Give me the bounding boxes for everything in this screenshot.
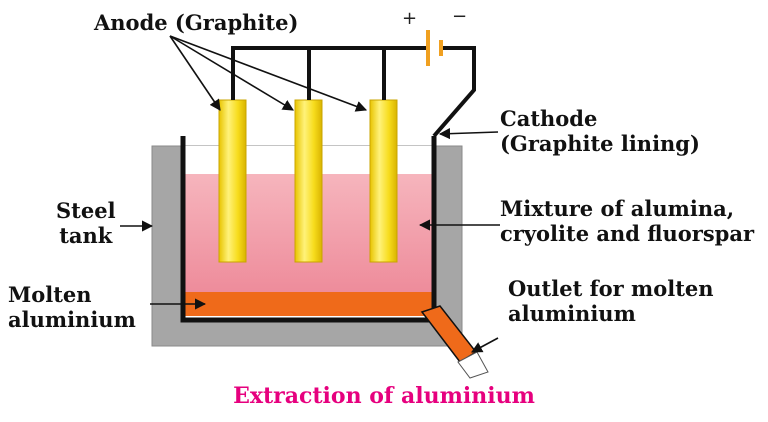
circuit-wires [231,46,476,138]
steel-tank-label: Steel tank [56,198,116,248]
mixture-label: Mixture of alumina, cryolite and fluorsp… [500,196,755,246]
battery-icon [426,30,443,66]
battery-plus-label: + [402,8,418,29]
anode-rod-2 [294,99,323,263]
cathode-lining [180,136,437,323]
anode-label: Anode (Graphite) [94,10,299,35]
molten-aluminium-layer [184,292,432,316]
diagram-caption: Extraction of aluminium [233,383,535,409]
anode-rod-3 [369,99,398,263]
outlet-label: Outlet for molten aluminium [508,276,714,326]
label-arrows [120,35,500,353]
outlet-pipe [420,305,489,379]
cathode-label: Cathode (Graphite lining) [500,106,700,156]
anode-rod-1 [218,99,247,263]
battery-minus-label: − [452,6,468,27]
molten-aluminium-label: Molten aluminium [8,282,136,332]
